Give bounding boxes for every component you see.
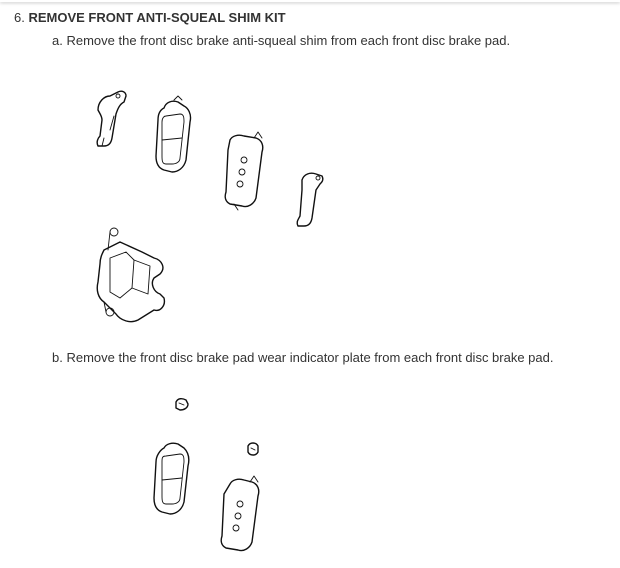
procedure-title: REMOVE FRONT ANTI-SQUEAL SHIM KIT [28,10,286,25]
substep-b-text: b. Remove the front disc brake pad wear … [52,350,554,365]
brake-pad-right-with-holes-illustration [220,475,260,552]
brake-caliper-illustration [96,227,166,323]
wear-indicator-plate-right-illustration [247,442,259,456]
wear-indicator-plate-left-illustration [175,397,189,411]
anti-squeal-shim-right-illustration [296,172,324,227]
anti-squeal-shim-illustration [96,90,127,147]
figure-wear-indicator-plate-removal [153,397,260,552]
brake-pad-left-illustration [153,442,190,515]
brake-pad-with-holes-illustration [224,131,264,211]
step-number: 6. [14,10,25,25]
top-shadow-bar [0,0,620,2]
procedure-heading: 6. REMOVE FRONT ANTI-SQUEAL SHIM KIT [14,10,286,26]
brake-pad-illustration [155,95,192,173]
figure-anti-squeal-shim-removal [96,90,324,323]
substep-a-text: a. Remove the front disc brake anti-sque… [52,33,511,48]
